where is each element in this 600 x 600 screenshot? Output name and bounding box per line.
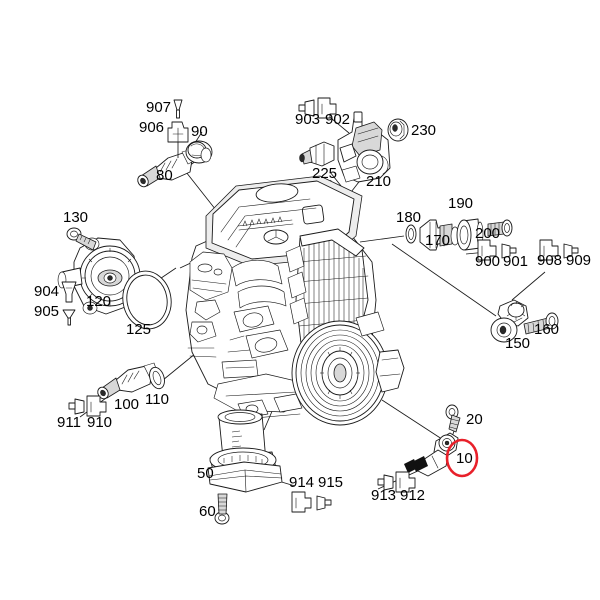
part-901-terminal — [501, 243, 517, 259]
part-number-label-170: 170 — [425, 232, 450, 249]
flywheel — [291, 320, 405, 426]
part-120-pump — [57, 237, 141, 315]
part-number-label-100: 100 — [114, 396, 139, 413]
part-90-grommet — [185, 140, 213, 164]
part-903-terminal — [298, 99, 315, 117]
engine-block-illustration — [185, 175, 405, 426]
part-number-label-50: 50 — [197, 465, 214, 482]
part-909-terminal — [563, 243, 579, 259]
part-number-label-913: 913 — [371, 487, 396, 504]
part-number-label-120: 120 — [86, 293, 111, 310]
part-number-label-80: 80 — [156, 167, 173, 184]
part-907-pin — [173, 99, 183, 119]
part-number-label-905: 905 — [34, 303, 59, 320]
part-number-label-200: 200 — [475, 225, 500, 242]
part-number-label-902: 902 — [325, 111, 350, 128]
part-180-oring — [405, 224, 417, 244]
part-230-bushing — [387, 118, 409, 142]
part-number-label-909: 909 — [566, 252, 591, 269]
part-900-connector — [477, 239, 497, 261]
part-914-connector — [291, 491, 312, 513]
part-130-bolt — [66, 227, 97, 251]
part-number-label-210: 210 — [366, 173, 391, 190]
part-911-terminal — [68, 398, 85, 415]
part-50-filter-housing — [207, 409, 283, 493]
part-210-actuator — [337, 111, 391, 183]
part-60-bolt — [214, 493, 230, 525]
part-number-label-190: 190 — [448, 195, 473, 212]
part-number-label-180: 180 — [396, 209, 421, 226]
part-912-connector — [395, 471, 416, 493]
part-number-label-225: 225 — [312, 165, 337, 182]
part-number-label-90: 90 — [191, 123, 208, 140]
part-160-bolt — [523, 312, 559, 335]
part-910-connector — [86, 395, 107, 417]
part-number-label-914: 914 — [289, 474, 314, 491]
part-number-label-906: 906 — [139, 119, 164, 136]
mercedes-star-emblem — [263, 229, 289, 245]
part-number-label-911: 911 — [57, 414, 81, 431]
part-906-connector — [167, 121, 189, 158]
part-number-label-125: 125 — [126, 321, 151, 338]
part-170-sensor — [419, 219, 460, 251]
part-number-label-904: 904 — [34, 283, 59, 300]
part-number-label-903: 903 — [295, 111, 320, 128]
part-200-bolt — [487, 219, 513, 237]
part-number-label-915: 915 — [318, 474, 343, 491]
part-20-bolt — [445, 404, 461, 433]
part-number-label-60: 60 — [199, 503, 216, 520]
part-110-oring — [149, 366, 165, 390]
part-150-tensioner — [490, 299, 529, 343]
part-number-label-907: 907 — [146, 99, 171, 116]
part-number-label-901: 901 — [503, 253, 528, 270]
part-905-pin — [62, 309, 76, 326]
part-190-flange — [456, 218, 484, 251]
part-913-terminal — [377, 474, 394, 491]
highlighted-part-ring — [445, 438, 479, 478]
part-number-label-910: 910 — [87, 414, 112, 431]
engine-lower-detail — [213, 373, 309, 421]
part-number-label-150: 150 — [505, 335, 530, 352]
part-number-label-230: 230 — [411, 122, 436, 139]
part-number-label-900: 900 — [475, 253, 500, 270]
engine-left-detail — [187, 251, 233, 358]
part-915-terminal — [316, 495, 332, 511]
part-904-plug — [61, 281, 77, 303]
part-number-label-110: 110 — [145, 391, 169, 408]
part-125-oring — [122, 270, 172, 330]
part-number-label-10: 10 — [456, 450, 473, 467]
part-902-connector — [317, 97, 337, 119]
part-908-connector — [539, 239, 559, 261]
part-number-label-912: 912 — [400, 487, 425, 504]
part-225-sensor — [299, 141, 335, 167]
part-number-label-130: 130 — [63, 209, 88, 226]
part-number-label-20: 20 — [466, 411, 483, 428]
part-number-label-160: 160 — [534, 321, 559, 338]
part-number-label-908: 908 — [537, 252, 562, 269]
engine-center-detail — [221, 259, 289, 379]
